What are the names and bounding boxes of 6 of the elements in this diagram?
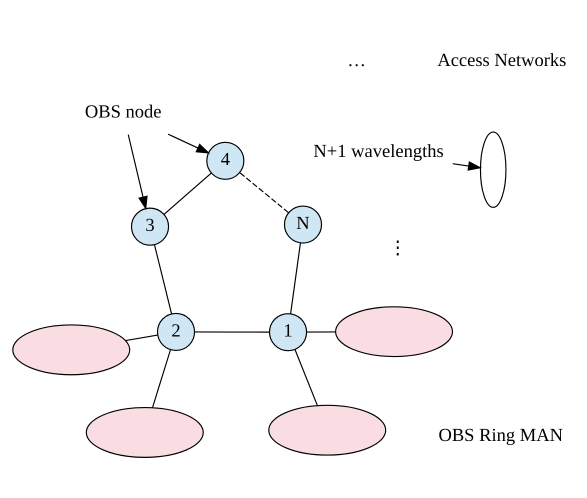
label: Access Networks — [437, 50, 566, 71]
node-text: OBS node — [84, 102, 162, 123]
label: ⋮ — [388, 237, 408, 258]
node-text: N+1 wavelengths — [313, 140, 444, 162]
label: … — [347, 50, 366, 71]
label: OBS Ring MAN — [438, 424, 563, 446]
